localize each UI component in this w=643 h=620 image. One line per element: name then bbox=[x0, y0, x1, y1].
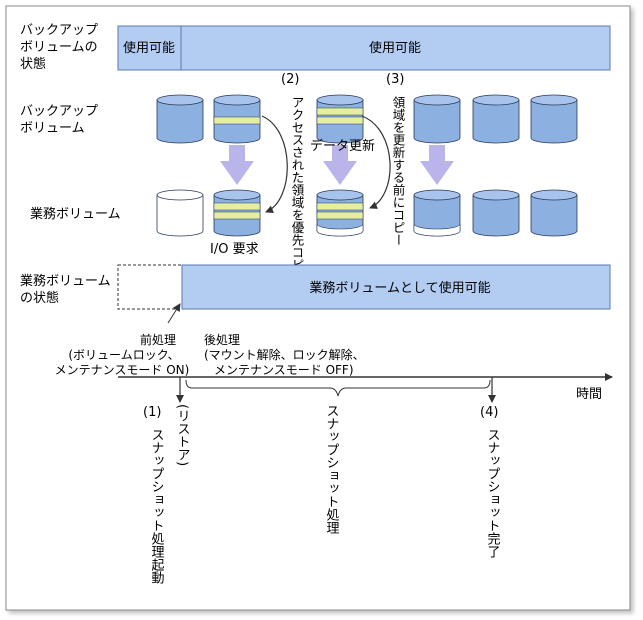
svg-text:の状態: の状態 bbox=[20, 290, 59, 306]
step4-text: スナップショット完了 bbox=[485, 428, 501, 558]
time-label: 時間 bbox=[576, 387, 602, 402]
snapshot-process-text: スナップショット処理 bbox=[324, 404, 340, 534]
backup-volume-3 bbox=[316, 94, 364, 144]
svg-text:業務ボリューム: 業務ボリューム bbox=[20, 273, 111, 289]
svg-text:(マウント解除、ロック解除、: (マウント解除、ロック解除、 bbox=[204, 347, 365, 362]
io-request-label: I/O 要求 bbox=[210, 242, 259, 257]
business-state-bar: 業務ボリュームとして使用可能 bbox=[117, 264, 611, 310]
data-update-label: データ更新 bbox=[310, 138, 375, 154]
svg-text:バックアップ: バックアップ bbox=[20, 104, 98, 119]
copy-arrows bbox=[220, 145, 454, 185]
copy-arrow-1 bbox=[220, 145, 254, 185]
restore-text: (リストア) bbox=[175, 404, 190, 466]
step3-number: (3) bbox=[386, 72, 404, 87]
post-processing-note: 後処理 (マウント解除、ロック解除、 メンテナンスモード OFF) bbox=[204, 333, 365, 377]
business-volume-1 bbox=[156, 189, 204, 237]
business-volume-5 bbox=[472, 189, 520, 237]
business-volume-2 bbox=[213, 189, 261, 237]
pre-processing-arrow bbox=[167, 303, 181, 324]
step2-number: (2) bbox=[281, 72, 299, 87]
svg-text:状態: 状態 bbox=[20, 56, 46, 72]
step1-number: (1) bbox=[143, 405, 161, 420]
step2-text: アクセスされた領域を優先コピー bbox=[290, 96, 305, 284]
business-volume-label: 業務ボリューム bbox=[30, 206, 121, 222]
step3-text: 領域を更新する前にコピー bbox=[391, 95, 406, 246]
svg-text:ボリューム: ボリューム bbox=[20, 121, 85, 136]
svg-text:メンテナンスモード ON): メンテナンスモード ON) bbox=[55, 363, 190, 377]
business-state-label: 業務ボリューム の状態 bbox=[20, 273, 111, 306]
backup-volume-6 bbox=[530, 94, 578, 144]
priority-copy-arrow bbox=[261, 115, 288, 214]
pre-update-copy-arrow bbox=[361, 115, 391, 209]
backup-state-label: バックアップ ボリュームの 状態 bbox=[20, 23, 98, 72]
backup-volume-4 bbox=[413, 94, 461, 144]
copy-arrow-2 bbox=[323, 145, 357, 185]
backup-state-left: 使用可能 bbox=[123, 40, 175, 56]
business-volume-row bbox=[156, 189, 578, 237]
business-volume-3 bbox=[316, 189, 364, 237]
backup-volume-row bbox=[156, 94, 578, 144]
svg-text:メンテナンスモード OFF): メンテナンスモード OFF) bbox=[214, 363, 354, 377]
pre-processing-note: 前処理 (ボリュームロック、 メンテナンスモード ON) bbox=[55, 332, 190, 377]
backup-state-bar: 使用可能 使用可能 bbox=[117, 25, 611, 71]
step4-number: (4) bbox=[480, 405, 498, 420]
svg-text:後処理: 後処理 bbox=[204, 333, 240, 347]
svg-text:バックアップ: バックアップ bbox=[20, 23, 98, 38]
snapshot-brace bbox=[185, 379, 491, 397]
svg-text:(ボリュームロック、: (ボリュームロック、 bbox=[68, 348, 179, 362]
step1-text: スナップショット処理起動 bbox=[149, 428, 165, 585]
backup-state-right: 使用可能 bbox=[369, 40, 421, 56]
business-state-text: 業務ボリュームとして使用可能 bbox=[309, 280, 490, 296]
backup-volume-label: バックアップ ボリューム bbox=[20, 104, 98, 136]
backup-volume-5 bbox=[472, 94, 520, 144]
business-volume-4 bbox=[413, 189, 461, 237]
svg-text:前処理: 前処理 bbox=[140, 332, 176, 347]
business-volume-6 bbox=[530, 189, 578, 237]
svg-text:ボリュームの: ボリュームの bbox=[20, 40, 98, 55]
backup-volume-1 bbox=[156, 94, 204, 144]
backup-volume-2 bbox=[213, 94, 261, 144]
copy-arrow-3 bbox=[420, 145, 454, 185]
